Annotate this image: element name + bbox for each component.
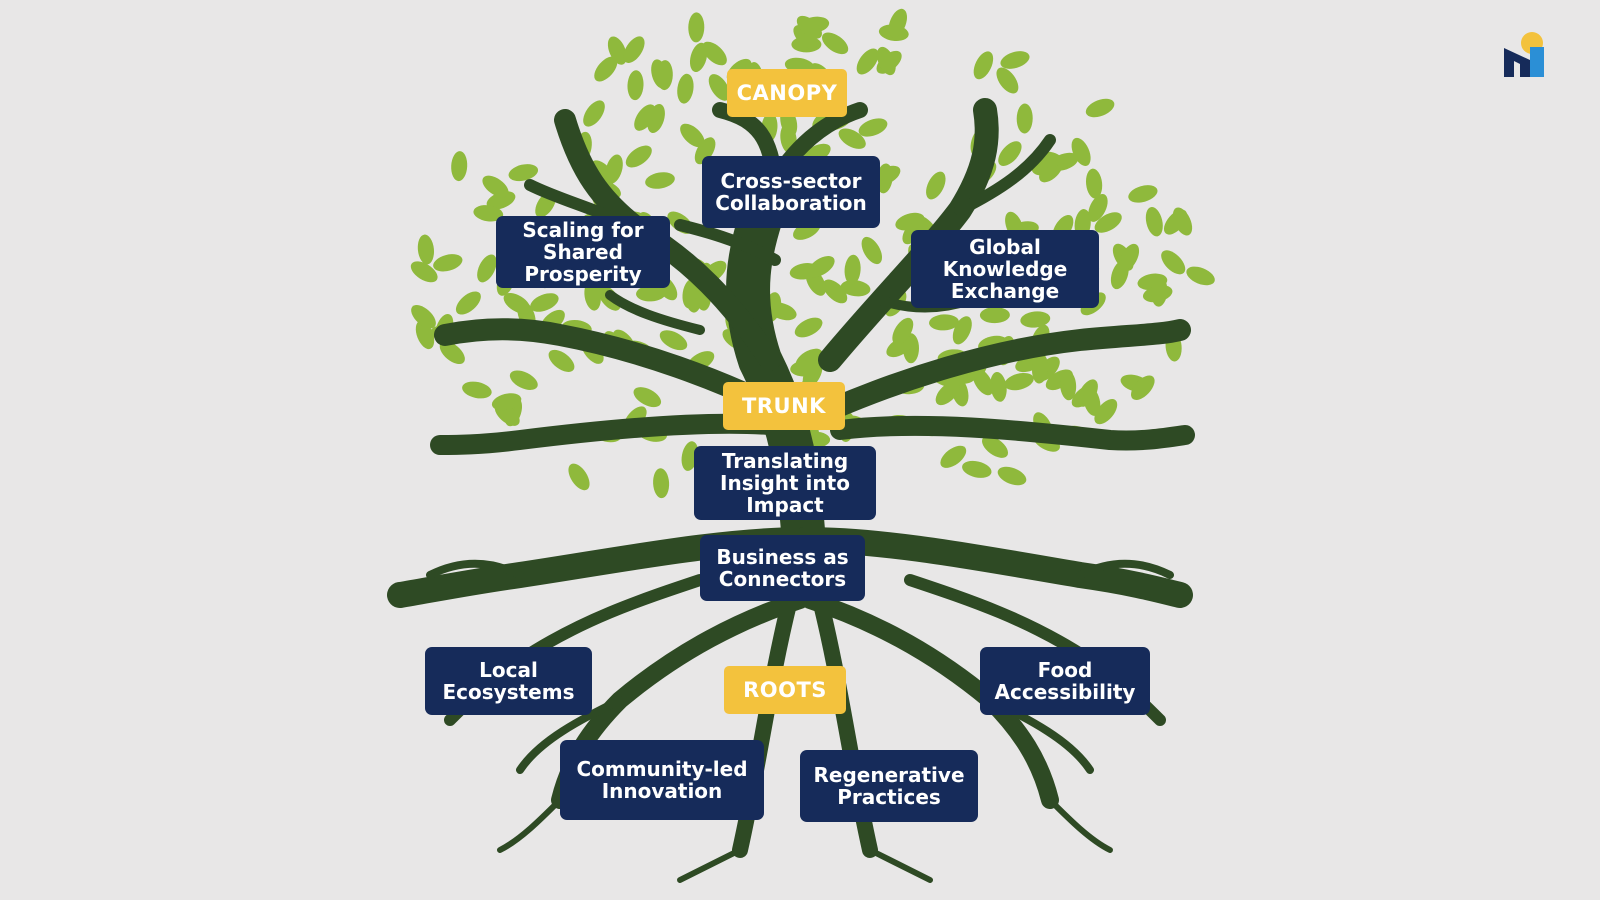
- translating-insight-impact-label: Translating Insight into Impact: [694, 446, 876, 520]
- regenerative-practices-label: Regenerative Practices: [800, 750, 978, 822]
- leaf: [416, 234, 435, 266]
- leaf: [545, 345, 579, 376]
- leaf: [644, 170, 676, 191]
- roots-section-label: ROOTS: [724, 666, 846, 714]
- leaf: [818, 28, 852, 58]
- translating-line-1: Translating: [722, 450, 848, 472]
- leaf: [1003, 370, 1036, 393]
- leaf: [1126, 182, 1159, 206]
- leaf: [1016, 103, 1033, 133]
- leaf: [450, 151, 468, 182]
- canopy-section-label: CANOPY: [727, 69, 847, 117]
- business-as-connectors-label: Business as Connectors: [700, 535, 865, 601]
- brand-logo-icon: [1502, 30, 1546, 78]
- leaf: [980, 307, 1010, 324]
- global-line-3: Exchange: [951, 280, 1059, 302]
- global-line-2: Knowledge: [943, 258, 1068, 280]
- leaf: [461, 379, 494, 401]
- community-line-2: Innovation: [602, 780, 723, 802]
- food-accessibility-label: Food Accessibility: [980, 647, 1150, 715]
- leaf: [992, 64, 1023, 98]
- local-line-1: Local: [479, 659, 538, 681]
- leaf: [564, 460, 594, 494]
- leaf: [1184, 263, 1218, 289]
- leaf: [627, 70, 645, 101]
- leaf: [452, 287, 485, 319]
- leaf: [857, 234, 886, 268]
- community-led-innovation-label: Community-led Innovation: [560, 740, 764, 820]
- cross-sector-line-2: Collaboration: [715, 192, 866, 214]
- cross-sector-collaboration-label: Cross-sector Collaboration: [702, 156, 880, 228]
- leaf: [507, 161, 540, 183]
- leaf: [844, 254, 862, 285]
- leaf: [431, 251, 464, 274]
- local-line-2: Ecosystems: [443, 681, 575, 703]
- scaling-line-2: Shared: [543, 241, 623, 263]
- leaf: [1083, 95, 1117, 121]
- local-ecosystems-label: Local Ecosystems: [425, 647, 592, 715]
- leaf: [995, 463, 1029, 489]
- leaf: [579, 97, 609, 131]
- leaf: [630, 383, 664, 411]
- food-line-2: Accessibility: [995, 681, 1136, 703]
- leaf: [507, 366, 541, 394]
- leaf: [688, 12, 705, 42]
- scaling-shared-prosperity-label: Scaling for Shared Prosperity: [496, 216, 670, 288]
- leaf: [675, 73, 695, 105]
- food-line-1: Food: [1038, 659, 1093, 681]
- scaling-line-3: Prosperity: [524, 263, 641, 285]
- leaf: [1143, 205, 1165, 238]
- scaling-line-1: Scaling for: [522, 219, 643, 241]
- regenerative-line-2: Practices: [837, 786, 941, 808]
- leaf: [1157, 246, 1190, 279]
- translating-line-2: Insight into: [720, 472, 850, 494]
- regenerative-line-1: Regenerative: [813, 764, 964, 786]
- business-line-1: Business as: [716, 546, 848, 568]
- translating-line-3: Impact: [746, 494, 824, 516]
- leaf: [922, 169, 950, 203]
- leaf: [652, 468, 670, 499]
- leaf: [622, 141, 656, 172]
- business-line-2: Connectors: [719, 568, 846, 590]
- cross-sector-line-1: Cross-sector: [721, 170, 862, 192]
- leaf: [960, 458, 993, 480]
- community-line-1: Community-led: [576, 758, 747, 780]
- leaf: [792, 314, 826, 342]
- leaf: [970, 48, 998, 82]
- global-knowledge-exchange-label: Global Knowledge Exchange: [911, 230, 1099, 308]
- global-line-1: Global: [969, 236, 1041, 258]
- trunk-section-label: TRUNK: [723, 382, 845, 430]
